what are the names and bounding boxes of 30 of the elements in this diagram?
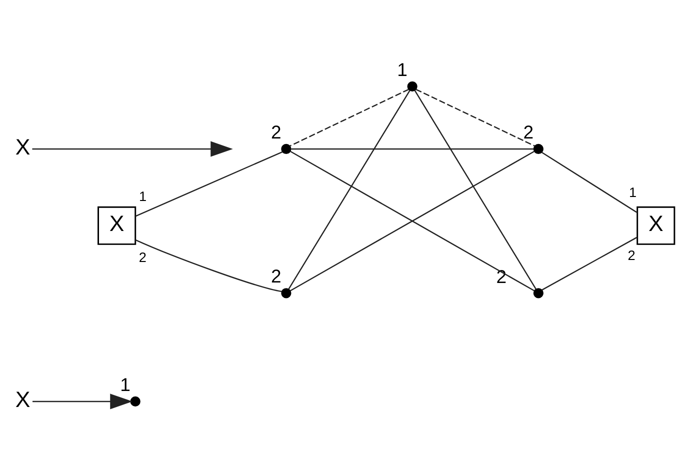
node-label: 2 <box>271 120 282 142</box>
node-text: X <box>15 386 30 412</box>
connector <box>135 150 283 216</box>
node-box: X <box>636 206 676 244</box>
node-circle <box>281 143 292 154</box>
edge-label: 2 <box>138 249 147 264</box>
connector <box>135 238 282 292</box>
node-circle <box>281 288 292 298</box>
edge-label: 1 <box>139 188 147 204</box>
edge-label: 2 <box>628 247 636 262</box>
connector <box>289 88 409 146</box>
node-circle <box>533 143 544 154</box>
node-circle <box>407 80 418 91</box>
connector <box>288 90 410 289</box>
node-label: 1 <box>120 373 130 394</box>
connector <box>414 90 537 289</box>
arrow <box>32 393 132 409</box>
connector <box>416 88 536 146</box>
connector <box>541 151 638 213</box>
connector <box>542 236 638 290</box>
node-text: X <box>15 134 30 159</box>
node-box: X <box>98 206 136 244</box>
node-circle <box>130 396 140 406</box>
node-circle <box>533 288 544 298</box>
connector <box>291 148 534 150</box>
node-label: 2 <box>271 265 282 286</box>
node-label: 2 <box>523 120 534 142</box>
node-label: 1 <box>397 58 408 80</box>
arrow <box>32 140 233 156</box>
edge-label: 1 <box>629 184 637 200</box>
